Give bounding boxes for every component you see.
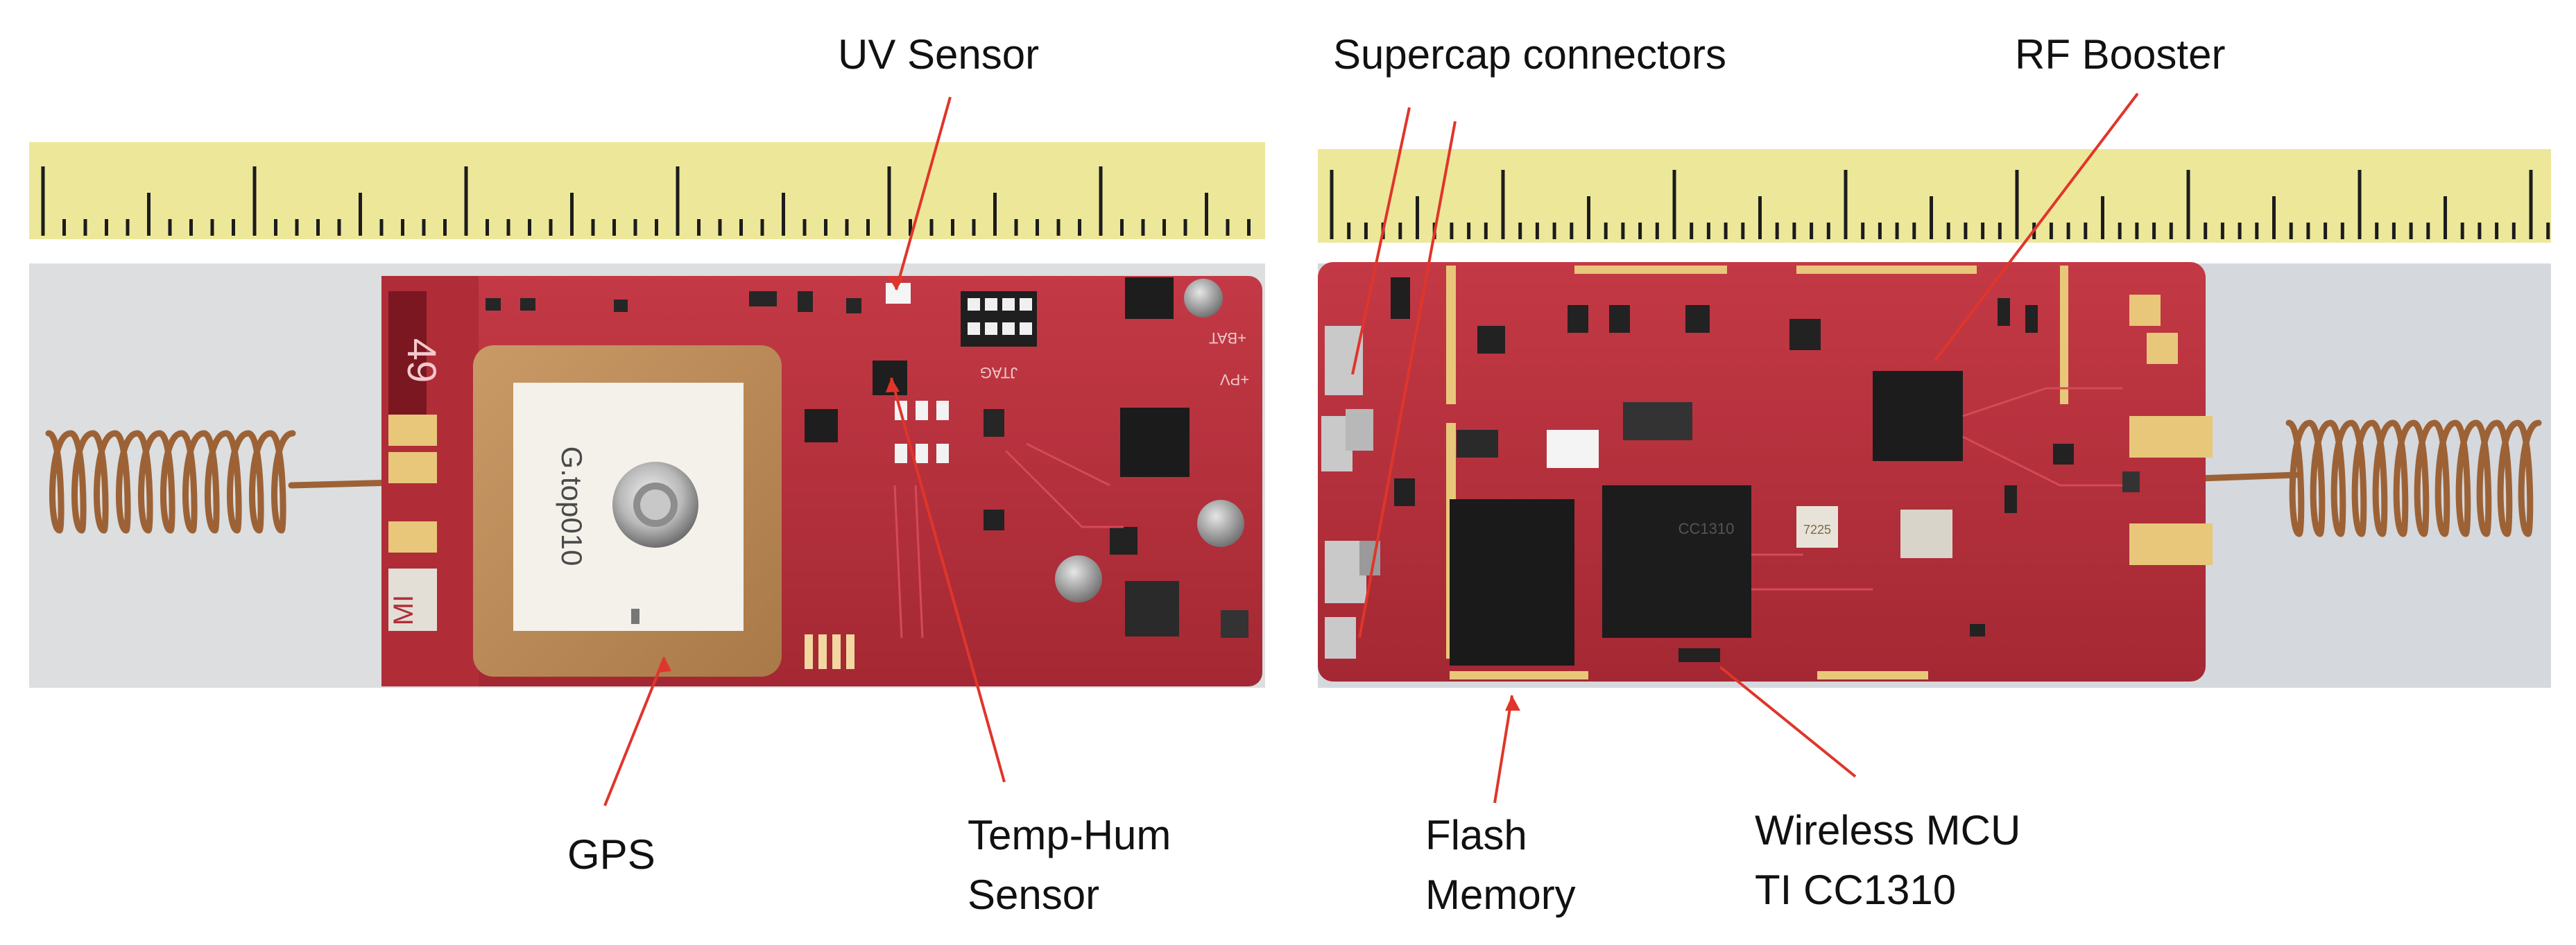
callout-line-mcu [1719,666,1857,778]
pcb-right: 7225 CC1310 [1318,262,2213,682]
jtag-marking: JTAG [980,364,1018,381]
mcu-chip-text: CC1310 [1678,520,1735,537]
callout-line-flash [1493,695,1513,804]
components-left: JTAG +BAT +PV [486,277,1249,669]
callout-line-uv [895,96,952,291]
callout-line-temp-hum [890,377,1006,783]
label-temp-hum-sensor: Temp-Hum Sensor [968,812,1171,918]
label-supercap-connectors: Supercap connectors [1333,31,1727,78]
gps-module-text: G.top010 [556,447,588,566]
pcb-left: 49 MI G.top010 [381,276,1262,686]
ruler-right [1318,149,2551,243]
bat-marking: +BAT [1209,329,1246,347]
left-board-photo: 49 MI G.top010 [29,142,1265,688]
pv-marking: +PV [1220,371,1250,388]
gps-patch-antenna: G.top010 [473,345,782,677]
antenna-coil-right [2195,419,2542,537]
callout-lines [603,92,2139,806]
flash-memory-chip [1450,499,1574,666]
callout-line-gps [603,657,666,806]
mi-marking: MI [388,595,419,625]
antenna-coil-left [45,430,427,534]
crystal-marking: 7225 [1803,523,1831,537]
board-number-marking: 49 [399,338,444,383]
label-wireless-mcu: Wireless MCU TI CC1310 [1755,807,2021,913]
label-uv-sensor: UV Sensor [838,31,1040,78]
callout-line-supercap-1 [1351,107,1411,375]
label-rf-booster: RF Booster [2015,31,2226,78]
components-right: 7225 CC1310 [1346,277,2140,666]
mcu-chip [1602,485,1751,638]
callout-line-supercap-2 [1358,121,1457,639]
label-flash-memory: Flash Memory [1425,812,1576,918]
callout-line-rf [1934,92,2139,362]
right-board-photo: 7225 CC1310 [1318,149,2551,688]
label-gps: GPS [567,831,655,878]
callout-arrowheads [658,276,1520,711]
ruler-left [29,142,1265,239]
